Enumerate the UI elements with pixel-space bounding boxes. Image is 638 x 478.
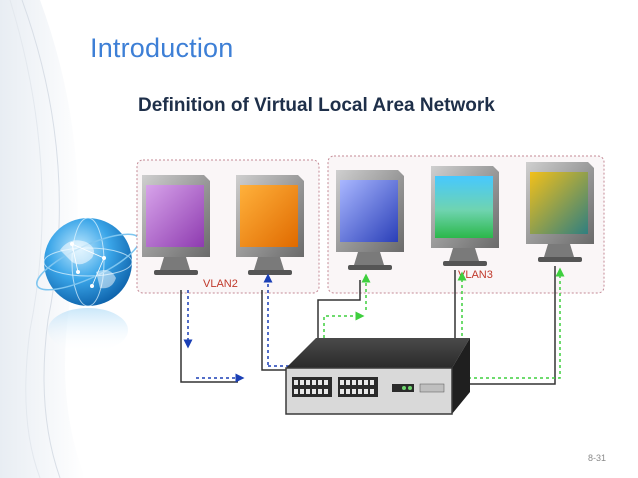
slide-title: Introduction xyxy=(90,33,234,63)
globe-icon xyxy=(36,217,140,352)
vlan3-label: VLAN3 xyxy=(458,269,493,281)
page-number: 8-31 xyxy=(587,453,606,463)
vlan2-links xyxy=(180,273,298,383)
network-switch-icon xyxy=(285,338,470,415)
slide-subtitle: Definition of Virtual Local Area Network xyxy=(138,95,495,116)
vlan2-label: VLAN2 xyxy=(203,278,238,290)
monitor-icon xyxy=(431,166,499,266)
monitor-icon xyxy=(142,175,210,275)
monitor-icon xyxy=(336,170,404,270)
monitor-icon xyxy=(236,175,304,275)
monitor-icon xyxy=(526,162,594,262)
